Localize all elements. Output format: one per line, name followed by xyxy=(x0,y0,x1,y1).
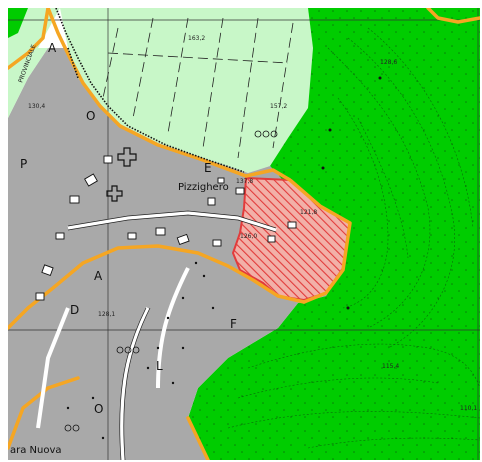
meadow-area-top xyxy=(60,8,313,173)
road-edges xyxy=(55,8,245,173)
letter-a2: A xyxy=(94,269,103,283)
urban-area xyxy=(8,48,350,460)
elevation-label: 126,0 xyxy=(240,233,257,240)
elevation-label: 130,4 xyxy=(28,103,45,110)
letter-o1: O xyxy=(86,109,95,123)
boundary-lines[interactable] xyxy=(8,8,480,460)
topographic-map[interactable]: Pizzighero ara Nuova PROVINCIALE A O P A… xyxy=(8,8,480,460)
letter-o2: O xyxy=(94,402,103,416)
letter-a1: A xyxy=(48,41,57,55)
forest-area-corner xyxy=(8,8,28,38)
elevation-label: 110,1 xyxy=(460,405,477,412)
place-main-label: Pizzighero xyxy=(178,182,229,193)
letter-p: P xyxy=(20,157,27,171)
elevation-label: 128,1 xyxy=(98,311,115,318)
elevation-label: 115,4 xyxy=(382,363,399,370)
buildings[interactable] xyxy=(35,155,297,301)
tree-symbols xyxy=(66,76,382,440)
elevation-label: 137,8 xyxy=(236,178,253,185)
letter-e: E xyxy=(204,161,212,175)
letter-d: D xyxy=(70,303,79,317)
elevation-label: 157,2 xyxy=(270,103,287,110)
letter-f: F xyxy=(230,317,237,331)
place-bottom-label: ara Nuova xyxy=(10,445,62,456)
church-symbols xyxy=(106,147,137,202)
field-lines xyxy=(102,17,294,159)
elevation-label: 121,8 xyxy=(300,209,317,216)
letter-l: L xyxy=(156,359,163,373)
roads[interactable] xyxy=(36,210,277,460)
contour-lines xyxy=(227,27,480,449)
map-grid xyxy=(8,8,480,460)
elevation-label: 128,6 xyxy=(380,59,397,66)
meadow-pocket xyxy=(8,48,48,118)
elevation-label: 163,2 xyxy=(188,35,205,42)
wells-symbols xyxy=(64,130,278,432)
forest-texture xyxy=(188,8,480,460)
road-outlines xyxy=(67,210,277,460)
